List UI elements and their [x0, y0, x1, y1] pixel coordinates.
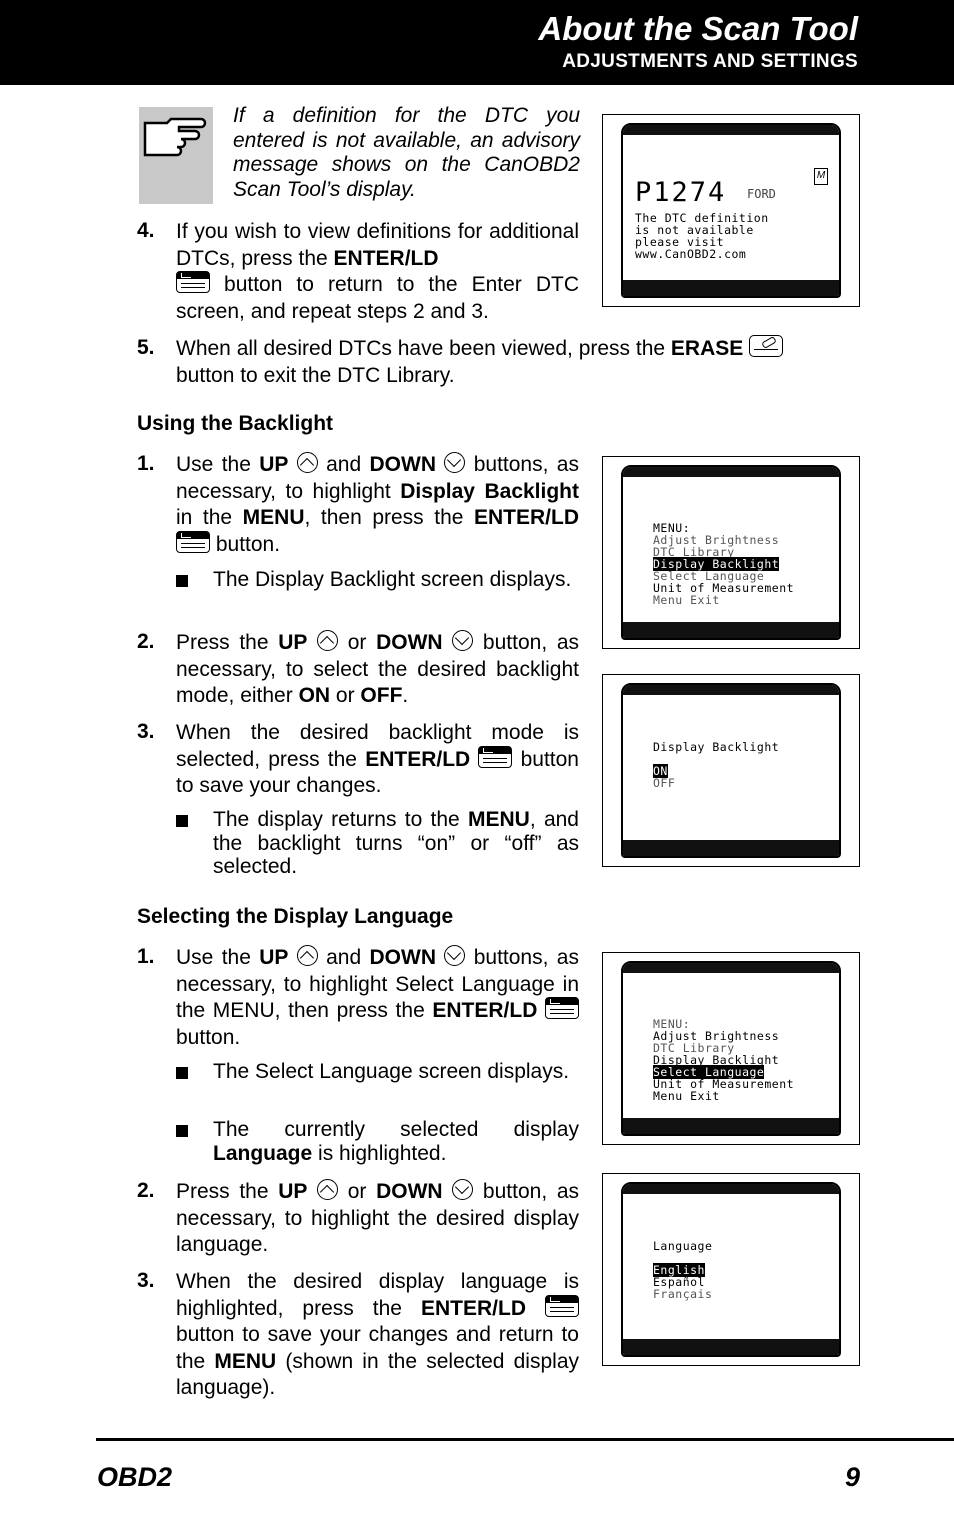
page-number: 9	[844, 1462, 860, 1492]
enter-ld-icon: LD	[176, 271, 210, 294]
step-text: If you wish to view definitions for addi…	[176, 220, 579, 323]
footer-rule	[96, 1438, 954, 1441]
footer-label: OBD2	[97, 1462, 173, 1492]
up-arrow-icon	[296, 944, 318, 966]
step-number: 2.	[137, 1179, 155, 1202]
bullet	[176, 575, 188, 587]
step-number: 5.	[137, 336, 155, 359]
step-number: 4.	[137, 219, 155, 242]
page-subtitle: ADJUSTMENTS AND SETTINGS	[562, 51, 858, 72]
bullet-text: The Display Backlight screen displays.	[213, 568, 572, 591]
up-arrow-icon	[317, 1178, 339, 1200]
menu-screen-backlight: MENU: Adjust Brightness DTC Library Disp…	[602, 456, 860, 649]
step-number: 1.	[137, 452, 155, 475]
erase-icon	[749, 335, 784, 358]
dtc-screen: M P1274 FORD The DTC definition is not a…	[602, 114, 860, 307]
menu-list: MENU: Adjust Brightness DTC Library Disp…	[653, 521, 795, 607]
down-arrow-icon	[452, 629, 474, 651]
step-text: Use the UP and DOWN buttons, as necessar…	[176, 944, 579, 1049]
backlight-options: Display Backlight ON OFF	[653, 740, 780, 790]
bullet-text: The currently selected display Language …	[213, 1118, 579, 1165]
page-header: About the Scan Tool ADJUSTMENTS AND SETT…	[0, 0, 954, 85]
page-title: About the Scan Tool	[538, 10, 858, 47]
language-screen: Language English Español Français	[602, 1173, 860, 1366]
pointing-hand-icon	[139, 107, 213, 204]
highlighted-item: English	[653, 1263, 705, 1277]
down-arrow-icon	[444, 451, 466, 473]
section-heading: Using the Backlight	[137, 412, 334, 435]
bullet	[176, 1125, 188, 1137]
step-text: Press the UP or DOWN button, as necessar…	[176, 629, 579, 707]
step-number: 3.	[137, 720, 155, 743]
down-arrow-icon	[452, 1178, 474, 1200]
up-arrow-icon	[317, 629, 339, 651]
bullet	[176, 1067, 188, 1079]
note-text: If a definition for the DTC you entered …	[233, 104, 580, 201]
highlighted-item: ON	[653, 764, 668, 778]
dtc-code: P1274	[635, 177, 727, 208]
language-options: Language English Español Français	[653, 1239, 713, 1301]
down-arrow-icon	[444, 944, 466, 966]
highlighted-item: Select Language	[653, 1065, 765, 1079]
menu-list: MENU: Adjust Brightness DTC Library Disp…	[653, 1017, 795, 1103]
enter-ld-icon: LD	[545, 1294, 579, 1317]
backlight-screen: Display Backlight ON OFF	[602, 674, 860, 867]
step-text: Press the UP or DOWN button, as necessar…	[176, 1178, 579, 1256]
step-number: 2.	[137, 630, 155, 653]
step-number: 1.	[137, 945, 155, 968]
bullet	[176, 815, 188, 827]
step-number: 3.	[137, 1269, 155, 1292]
dtc-make: FORD	[747, 187, 776, 201]
enter-ld-icon: LD	[545, 997, 579, 1020]
bullet-text: The display returns to the MENU, and the…	[213, 808, 579, 878]
step-text: Use the UP and DOWN buttons, as necessar…	[176, 451, 579, 556]
step-text: When the desired backlight mode is selec…	[176, 721, 579, 797]
mode-indicator: M	[814, 168, 828, 185]
up-arrow-icon	[296, 451, 318, 473]
step-text: When all desired DTCs have been viewed, …	[176, 335, 858, 389]
section-heading: Selecting the Display Language	[137, 905, 454, 928]
dtc-message: The DTC definition is not available plea…	[635, 211, 769, 261]
enter-ld-icon: LD	[176, 530, 210, 553]
bullet-text: The Select Language screen displays.	[213, 1060, 570, 1083]
step-text: When the desired display language is hig…	[176, 1270, 579, 1399]
enter-ld-icon: LD	[478, 745, 513, 768]
highlighted-item: Display Backlight	[653, 557, 780, 571]
menu-screen-language: MENU: Adjust Brightness DTC Library Disp…	[602, 952, 860, 1145]
